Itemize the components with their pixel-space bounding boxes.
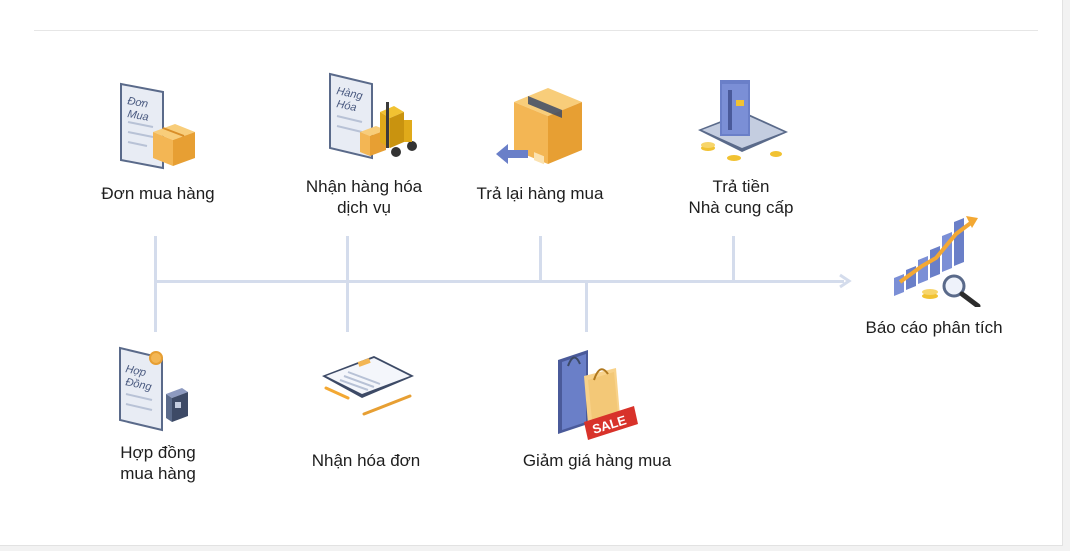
return-box-icon: [496, 88, 582, 165]
step-label-giam-gia: Giảm giá hàng mua: [522, 451, 672, 470]
step-label-tra-lai-hang-mua: Trả lại hàng mua: [476, 184, 604, 203]
connector-nhan-hang-hoa: [346, 236, 349, 332]
order-doc-text-2: Mua: [126, 108, 149, 124]
goods-forklift-icon: Hàng Hóa: [329, 72, 417, 160]
step-label-nhan-hang-hoa: Nhận hàng hóa dịch vụ: [305, 177, 423, 217]
order-doc-text-1: Đơn: [126, 95, 148, 110]
sale-bags-icon: SALE: [558, 350, 638, 440]
top-divider: [34, 30, 1038, 31]
end-label-bao-cao: Báo cáo phân tích: [865, 318, 1003, 337]
invoice-icon: [322, 356, 414, 416]
contract-icon: Hợp Đồng: [119, 346, 188, 432]
step-label-nhan-hoa-don: Nhận hóa đơn: [311, 451, 421, 470]
purchase-order-icon: Đơn Mua: [120, 82, 195, 170]
analytics-chart-icon: [894, 216, 981, 307]
contract-doc-text-1: Hợp: [124, 363, 147, 379]
contract-doc-text-2: Đồng: [124, 376, 153, 393]
connector-giam-gia: [585, 282, 588, 332]
connector-tra-tien: [732, 236, 735, 282]
step-label-hop-dong: Hợp đồng mua hàng: [120, 443, 196, 483]
timeline-axis: [156, 280, 844, 283]
goods-doc-text-1: Hàng: [335, 85, 364, 102]
step-label-don-mua-hang: Đơn mua hàng: [101, 184, 215, 203]
connector-tra-lai-hang-mua: [539, 236, 542, 282]
goods-doc-text-2: Hóa: [335, 98, 357, 114]
connector-don-mua-hang: [154, 236, 157, 332]
step-label-tra-tien: Trả tiền Nhà cung cấp: [688, 177, 794, 217]
timeline-arrowhead: [839, 273, 852, 289]
card-payment-icon: [698, 80, 788, 161]
